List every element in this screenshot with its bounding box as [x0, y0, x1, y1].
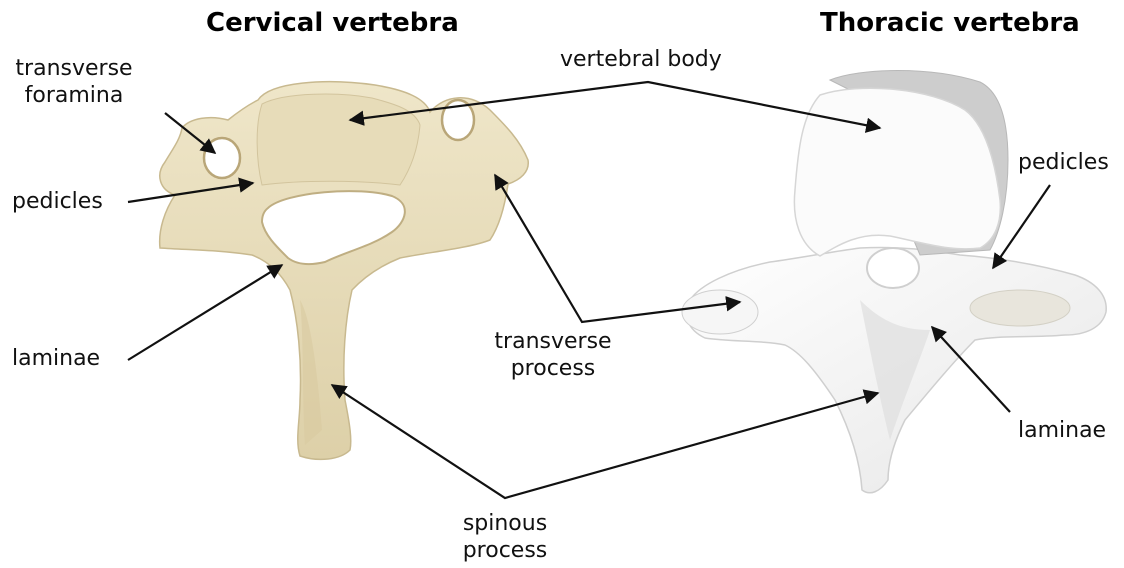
- arrow-spinous-process: [332, 385, 878, 498]
- label-vertebral-body: vertebral body: [560, 46, 722, 73]
- cervical-vertebra-image: [160, 82, 529, 460]
- label-transverse-process-line2: process: [478, 355, 628, 382]
- thoracic-body-face: [794, 88, 1000, 256]
- label-transverse-process-line1: transverse: [478, 328, 628, 355]
- cervical-body-shading: [257, 94, 420, 185]
- label-laminae-left: laminae: [12, 345, 100, 372]
- label-pedicles-left: pedicles: [12, 188, 103, 215]
- label-pedicles-right: pedicles: [1018, 149, 1109, 176]
- thoracic-vertebra-title: Thoracic vertebra: [820, 8, 1080, 38]
- label-spinous-process-line1: spinous: [430, 510, 580, 537]
- label-transverse-foramina-line1: transverse: [6, 55, 142, 82]
- label-transverse-process: transverse process: [478, 328, 628, 382]
- label-spinous-process: spinous process: [430, 510, 580, 564]
- thoracic-facet-left: [682, 290, 758, 334]
- label-spinous-process-line2: process: [430, 537, 580, 564]
- thoracic-vertebral-foramen: [867, 248, 919, 288]
- thoracic-facet-right: [970, 290, 1070, 326]
- label-laminae-right: laminae: [1018, 417, 1106, 444]
- arrow-laminae-left: [128, 265, 282, 360]
- cervical-transverse-foramen-left: [204, 138, 240, 178]
- label-transverse-foramina: transverse foramina: [6, 55, 142, 109]
- cervical-vertebra-title: Cervical vertebra: [206, 8, 459, 38]
- label-transverse-foramina-line2: foramina: [6, 82, 142, 109]
